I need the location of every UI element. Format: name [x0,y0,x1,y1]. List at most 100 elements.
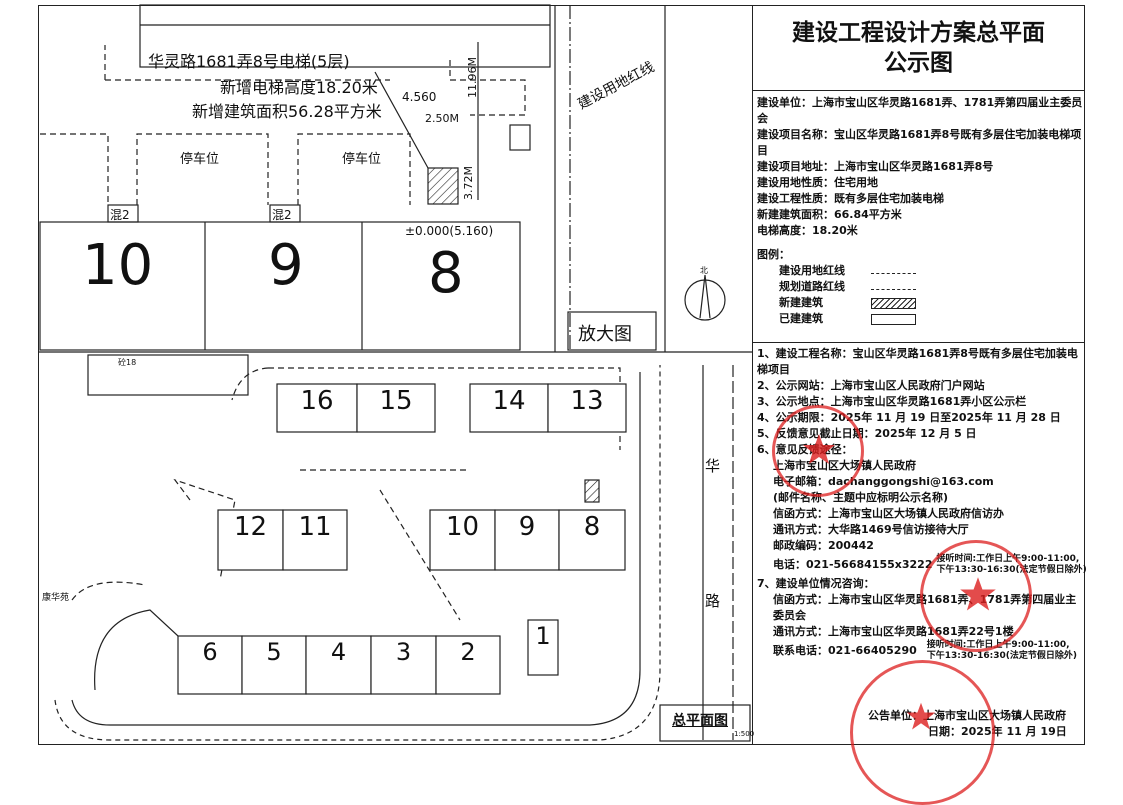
issuer-block: 公告单位：上海市宝山区大场镇人民政府 日期：2025年 11 月 19日 [868,708,1083,740]
hours-line: 下午13:30-16:30(法定节假日除外) [936,565,1087,575]
site-building [241,635,307,695]
drawing-frame [38,5,1085,745]
info-area: 新建建筑面积：66.84平方米 [757,208,902,221]
feedback-letter: 信函方式：上海市宝山区大场镇人民政府信访办 [773,507,1004,520]
building-number: 12 [233,512,268,542]
building-number: 9 [518,512,536,542]
legend-label: 新建建筑 [779,296,823,309]
issue-date: 日期：2025年 11 月 19日 [928,725,1067,738]
building-number: 3 [395,638,412,666]
notice-1: 1、建设工程名称：宝山区华灵路1681弄8号既有多层住宅加装电梯项目 [757,347,1078,376]
road-label: 路 [705,592,721,610]
structure-label: 混2 [110,208,130,222]
neighbor-label: 康华苑 [42,593,70,603]
parking-label: 停车位 [342,152,382,167]
notice-6: 6、意见反馈途径： [757,443,853,456]
info-project-name: 建设项目名称：宝山区华灵路1681弄8号既有多层住宅加装电梯项目 [757,128,1082,157]
dimension-width: 2.50M [425,112,459,125]
info-land-use: 建设用地性质：住宅用地 [757,176,878,189]
notice-5: 5、反馈意见截止日期：2025年 12 月 5 日 [757,427,977,440]
structure-label: 混2 [272,208,292,222]
building-number: 10 [82,233,154,298]
hours-line: 下午13:30-16:30(法定节假日除外) [926,651,1078,661]
site-building [429,509,496,571]
feedback-org: 上海市宝山区大场镇人民政府 [773,459,916,472]
legend-label: 建设用地红线 [779,264,845,277]
divider [752,342,1085,343]
feedback-address: 通讯方式：大华路1469号信访接待大厅 [773,523,969,536]
notice-info: 1、建设工程名称：宝山区华灵路1681弄8号既有多层住宅加装电梯项目 2、公示网… [757,346,1087,662]
info-nature: 建设工程性质：既有多层住宅加装电梯 [757,192,944,205]
title-line-1: 建设工程设计方案总平面 [792,19,1045,46]
legend-label: 规划道路红线 [779,280,845,293]
legend-item: 建设用地红线 [757,263,1083,279]
building-number: 15 [379,386,413,416]
building-number: 6 [202,638,218,666]
site-drawing [38,4,752,742]
plan-scale: 1:500 [734,730,755,738]
notice-4: 4、公示期限：2025年 11 月 19 日至2025年 11 月 28 日 [757,411,1061,424]
building-number: 4 [330,638,347,666]
divider [752,90,1085,91]
building-number: 13 [570,386,604,416]
north-label: 北 [700,266,708,275]
building-number: 14 [492,386,526,416]
project-info: 建设单位：上海市宝山区华灵路1681弄、1781弄第四届业主委员会 建设项目名称… [757,95,1083,327]
notice-2: 2、公示网站：上海市宝山区人民政府门户网站 [757,379,985,392]
builder-letter: 信函方式：上海市宝山区华灵路1681弄、1781弄第四届业主委员会 [773,593,1077,622]
elevation-mark: 4.560 [402,90,437,104]
elevator-height-label: 新增电梯高度18.20米 [220,78,378,97]
site-building [558,509,626,571]
page-title: 建设工程设计方案总平面 公示图 [752,18,1085,78]
building-number: 2 [460,638,476,666]
parking-label: 停车位 [180,152,220,167]
building-number: 1 [535,622,551,650]
site-building [177,635,243,695]
building-number: 10 [445,512,480,542]
feedback-email[interactable]: 电子邮箱：dachanggongshi@163.com [773,475,994,488]
legend-label: 已建建筑 [779,312,823,325]
site-building [276,383,358,433]
notice-7: 7、建设单位情况咨询： [757,577,875,590]
hours-line: 接听时间:工作日上午9:00-11:00, [936,554,1080,564]
legend-item: 新建建筑 [757,295,1083,311]
legend-swatch [871,284,916,290]
notice-3: 3、公示地点：上海市宝山区华灵路1681弄小区公示栏 [757,395,1027,408]
issuer: 公告单位：上海市宝山区大场镇人民政府 [868,709,1066,722]
builder-address: 通讯方式：上海市宝山区华灵路1681弄22号1楼 [773,625,1014,638]
north-arrow-circle [684,279,726,321]
builder-phone-row: 联系电话：021-66405290 接听时间:工作日上午9:00-11:00,下午… [757,640,1083,662]
new-elevator [584,479,600,503]
building-number: 8 [428,241,464,306]
road-label: 华 [705,457,721,475]
builder-phone: 联系电话：021-66405290 [773,644,917,657]
building-number: 16 [300,386,334,416]
legend-item: 已建建筑 [757,311,1083,327]
enlarge-label: 放大图 [578,324,632,345]
feedback-note: (邮件名称、主题中应标明公示名称) [773,491,949,504]
datum-label: ±0.000(5.160) [405,224,494,238]
dimension-height: 11.96M [466,57,479,98]
legend-swatch [871,313,916,325]
legend-title: 图例： [757,248,790,261]
title-line-2: 公示图 [884,49,953,76]
feedback-postcode: 邮政编码：200442 [773,539,874,552]
hours-line: 接听时间:工作日上午9:00-11:00, [926,640,1070,650]
info-height: 电梯高度：18.20米 [757,224,858,237]
site-label: 砼18 [118,358,137,367]
dimension-height: 3.72M [462,166,475,200]
site-building [435,635,501,695]
site-building [527,619,559,676]
legend-swatch [871,297,916,309]
building-number: 8 [583,512,601,542]
feedback-phone: 电话：021-56684155x3222 [773,558,933,571]
building-number: 9 [268,233,304,298]
elevator-label: 华灵路1681弄8号电梯(5层) [148,52,350,71]
site-building [356,383,436,433]
plan-title: 总平面图 [672,713,728,729]
site-building [494,509,560,571]
site-building [217,509,284,571]
site-building [282,509,348,571]
building-number: 11 [298,512,332,542]
